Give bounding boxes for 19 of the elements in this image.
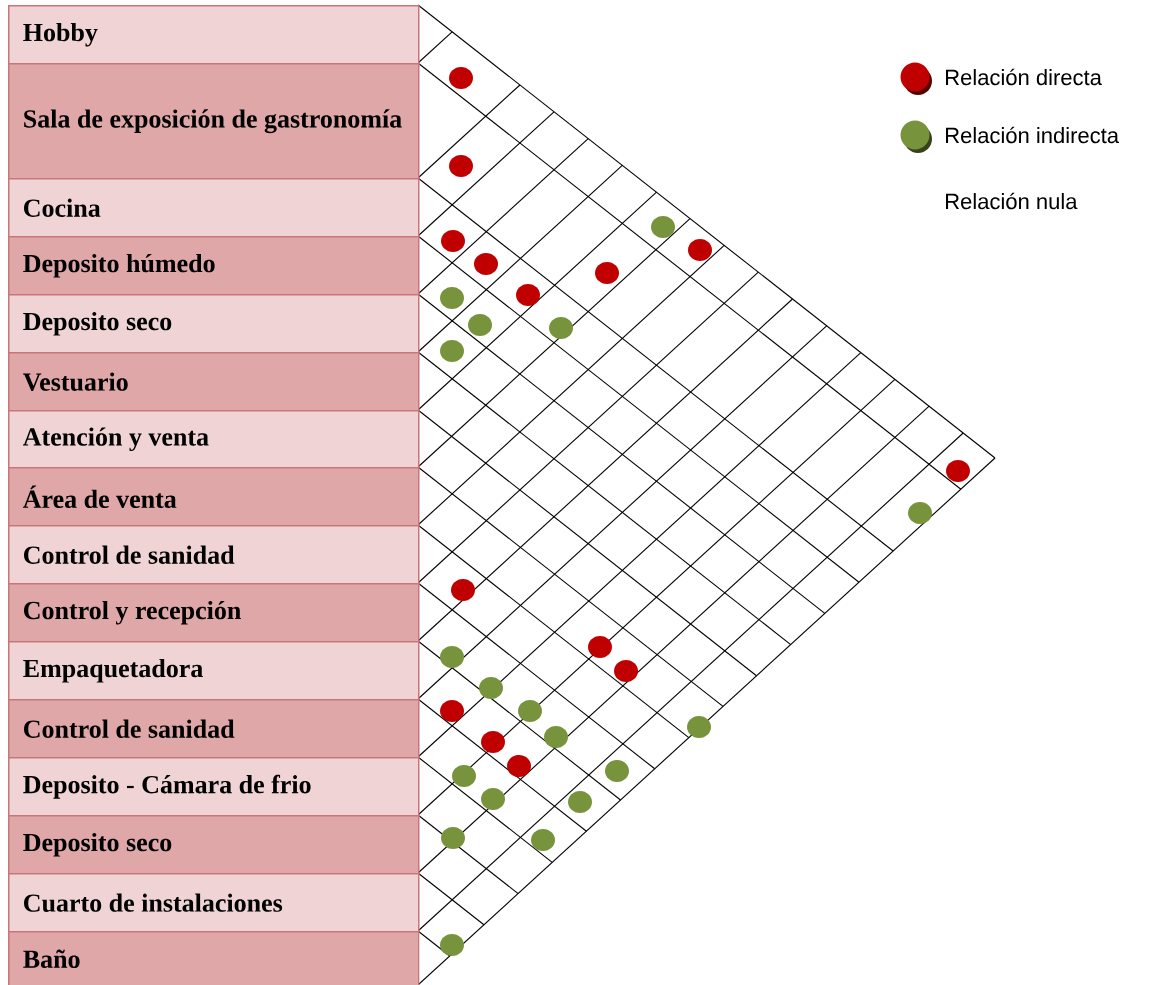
row-label-box: Empaquetadora (8, 641, 420, 701)
legend-label: Relación indirecta (946, 126, 1119, 144)
row-label-box: Deposito seco (8, 815, 420, 875)
row-label-box: Control y recepción (8, 583, 420, 643)
row-label-box: Vestuario (8, 352, 420, 412)
row-label-box: Deposito seco (8, 294, 420, 354)
legend-label: Relación directa (946, 68, 1102, 86)
row-label-box: Cocina (8, 178, 420, 238)
legend-label: Relación nula (946, 192, 1078, 210)
row-label-box: Control de sanidad (8, 699, 420, 759)
row-label-box: Deposito - Cámara de frio (8, 757, 420, 817)
row-label-box: Sala de exposición de gastronomía (8, 63, 420, 180)
row-label-box: Hobby (8, 5, 420, 65)
row-label-box: Deposito húmedo (8, 236, 420, 296)
row-label-box: Área de venta (8, 467, 420, 527)
row-label-box: Cuarto de instalaciones (8, 873, 420, 933)
row-label-box: Control de sanidad (8, 525, 420, 585)
row-label-box: Baño (8, 931, 420, 985)
row-label-box: Atención y venta (8, 410, 420, 469)
